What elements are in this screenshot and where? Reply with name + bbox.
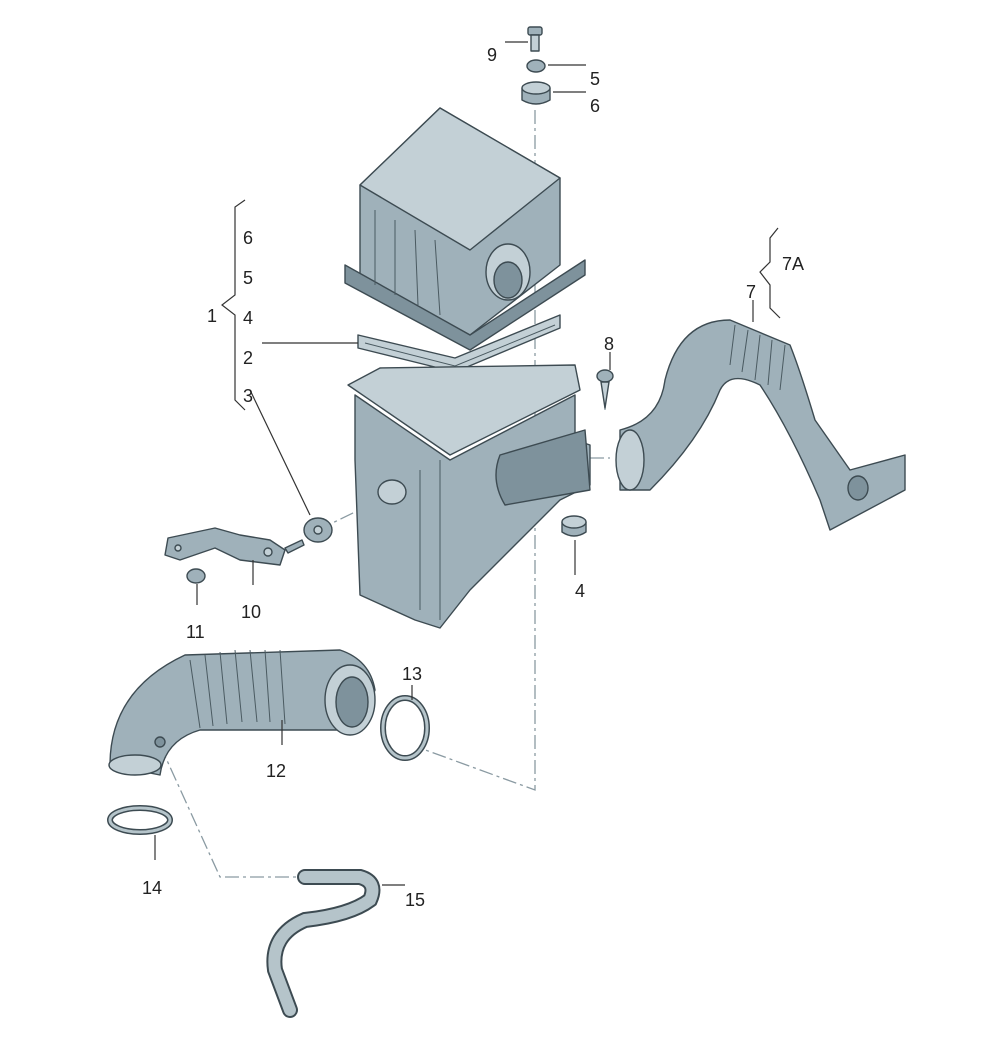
hose-clamp-part-13 bbox=[380, 695, 430, 761]
intake-hose-part-12 bbox=[108, 649, 376, 776]
label-7A: 7A bbox=[782, 254, 804, 274]
label-10: 10 bbox=[241, 602, 261, 622]
grommet-part-6 bbox=[521, 81, 551, 105]
grommet-part-4 bbox=[561, 515, 587, 537]
bracket-part-10 bbox=[164, 527, 305, 566]
hose-clamp-part-14 bbox=[107, 805, 173, 835]
breather-hose-part-15 bbox=[266, 869, 381, 1018]
label-6: 6 bbox=[243, 228, 253, 248]
label-5-top: 5 bbox=[590, 69, 600, 89]
label-13: 13 bbox=[402, 664, 422, 684]
nut-part-11 bbox=[186, 568, 206, 584]
label-9: 9 bbox=[487, 45, 497, 65]
intake-duct-part-7 bbox=[615, 319, 906, 531]
label-2: 2 bbox=[243, 348, 253, 368]
filter-housing-lower bbox=[347, 364, 591, 629]
label-6-top: 6 bbox=[590, 96, 600, 116]
label-1: 1 bbox=[207, 306, 217, 326]
filter-element-part-2 bbox=[357, 314, 561, 373]
screw-part-8 bbox=[596, 369, 614, 409]
label-11: 11 bbox=[186, 622, 205, 642]
label-3: 3 bbox=[243, 386, 253, 406]
leader-lines bbox=[154, 41, 781, 886]
washer-part-5 bbox=[526, 59, 546, 73]
label-4-grommet: 4 bbox=[575, 581, 585, 601]
label-5: 5 bbox=[243, 268, 253, 288]
label-4: 4 bbox=[243, 308, 253, 328]
grommet-part-3 bbox=[303, 517, 333, 543]
label-15: 15 bbox=[405, 890, 425, 910]
filter-housing-upper bbox=[344, 107, 586, 351]
label-7: 7 bbox=[746, 282, 756, 302]
label-14: 14 bbox=[142, 878, 162, 898]
bolt-part-9 bbox=[527, 26, 543, 52]
label-8: 8 bbox=[604, 334, 614, 354]
label-12: 12 bbox=[266, 761, 286, 781]
